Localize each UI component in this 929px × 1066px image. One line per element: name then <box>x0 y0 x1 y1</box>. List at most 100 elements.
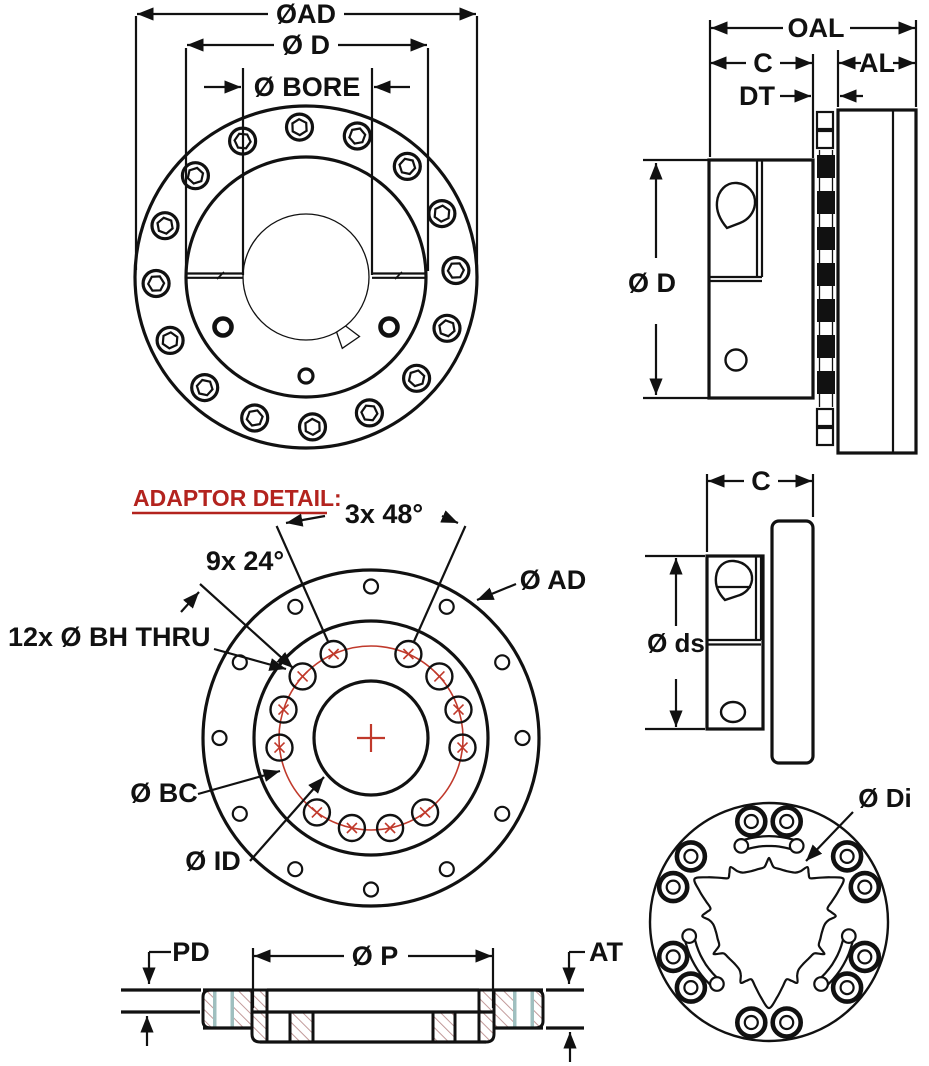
adaptor-outer-circle <box>201 568 541 908</box>
bushing-hole <box>857 879 873 895</box>
stack-end-tabs <box>815 110 835 447</box>
bolt-hole <box>337 813 367 843</box>
side-hub-body <box>707 158 815 400</box>
bushing <box>674 840 708 873</box>
bushing-hole <box>839 848 855 865</box>
bushing <box>830 971 864 1004</box>
dim-label-id: Ø ID <box>185 846 241 876</box>
screw-hex-socket <box>291 117 308 137</box>
outer-hole <box>287 861 304 878</box>
outer-hole <box>438 861 455 878</box>
hole-center-mark <box>277 704 290 716</box>
dim-label-24: 9x 24° <box>206 546 284 576</box>
screw-hex-socket <box>195 378 214 397</box>
hub-side-body <box>705 519 815 765</box>
dim-label-bc: Ø BC <box>130 778 198 808</box>
stack-segment <box>817 299 835 322</box>
side-view: OAL C AL DT Ø D <box>628 13 918 455</box>
adaptor-id-circle <box>312 679 430 797</box>
bolt-circle-callout: Ø BC <box>130 769 281 808</box>
bushing-hole <box>743 813 759 830</box>
flange-screws <box>141 112 471 442</box>
screw-hex-socket <box>348 127 367 145</box>
dim-label-bh: 12x Ø BH THRU <box>8 622 211 652</box>
screw-hex-socket <box>146 275 166 292</box>
side-dimensions: OAL C AL DT Ø D <box>628 13 915 395</box>
screw-hex-socket <box>161 331 179 350</box>
slot-end-hole <box>840 928 857 944</box>
screw-hex-socket <box>398 157 417 176</box>
slot-end-hole <box>733 838 750 854</box>
hole-center-mark <box>419 806 431 818</box>
screw-head <box>190 373 220 403</box>
hub-small-hole <box>719 700 747 724</box>
screw-head <box>354 398 384 428</box>
bushing-hole <box>665 949 681 965</box>
at-dimension: AT <box>546 937 623 1062</box>
element-view: Ø Di <box>648 783 912 1043</box>
adaptor-outer-holes <box>211 578 531 898</box>
hub-small-hole <box>724 348 748 372</box>
bushing <box>770 805 804 838</box>
bolt-hole <box>288 662 317 691</box>
screw-head <box>284 112 315 142</box>
dim-label-48: 3x 48° <box>345 499 423 529</box>
bushing <box>656 940 690 974</box>
screw-head <box>180 161 210 191</box>
bushing-hole <box>857 949 873 965</box>
hole-center-mark <box>328 648 340 660</box>
stack-segment <box>817 371 835 394</box>
bushing <box>674 971 708 1004</box>
element-slot-inner <box>817 932 853 988</box>
bolt-hole <box>269 695 298 724</box>
slot-end-hole <box>709 976 725 992</box>
bolt-hole <box>410 798 440 827</box>
dim-label-detail-ad: Ø AD <box>520 565 587 595</box>
side-adaptor-plate <box>836 108 918 455</box>
element-inner-profile <box>693 856 845 1010</box>
element-slot-inner <box>685 932 721 988</box>
slot-end-hole <box>813 976 829 992</box>
screw-hex-socket <box>446 262 466 279</box>
slot-end-hole <box>788 838 805 854</box>
screw-head <box>402 363 432 393</box>
screw-head <box>150 211 180 241</box>
center-cross <box>357 724 385 752</box>
dim-label-dt: DT <box>739 81 775 111</box>
element-slot-inner <box>737 837 801 850</box>
bushing <box>770 1006 804 1039</box>
outer-hole <box>362 881 380 898</box>
bushing-hole <box>779 813 795 830</box>
dim-label-ds: Ø ds <box>647 628 705 658</box>
hole-center-mark <box>311 806 323 818</box>
bushing-hole <box>683 848 699 865</box>
outer-hole <box>287 598 304 615</box>
bolt-circle-holes <box>265 639 477 843</box>
inner-diameter-callout: Ø ID <box>185 776 325 876</box>
screw-head <box>297 412 328 442</box>
pd-dimension: PD <box>121 937 210 1046</box>
bolt-circle <box>278 645 464 831</box>
screw-head <box>342 121 372 151</box>
screw-head <box>240 403 270 433</box>
hole-center-mark <box>456 742 469 754</box>
section-edges <box>252 988 494 1044</box>
stack-segment <box>817 263 835 286</box>
rim-bolt-slots <box>203 988 543 1030</box>
front-dimensions: ØAD Ø D Ø BORE <box>137 0 476 102</box>
adaptor-plate-side <box>770 519 815 765</box>
screw-hex-socket <box>233 132 252 150</box>
di-callout: Ø Di <box>805 783 912 862</box>
adaptor-detail-view: ADAPTOR DETAIL: 3x 48° 9x 24° 12x Ø BH T… <box>8 485 587 908</box>
keyway-notch <box>335 325 361 350</box>
bolt-hole <box>375 813 405 843</box>
section-web-right <box>477 988 496 1044</box>
hole-center-mark <box>297 670 309 682</box>
bushing-hole <box>779 1014 795 1031</box>
screw-hex-socket <box>438 319 456 338</box>
outer-hole <box>514 729 531 747</box>
bolt-hole <box>319 639 348 669</box>
bushing <box>734 1006 768 1039</box>
hole-center-mark <box>452 704 465 716</box>
